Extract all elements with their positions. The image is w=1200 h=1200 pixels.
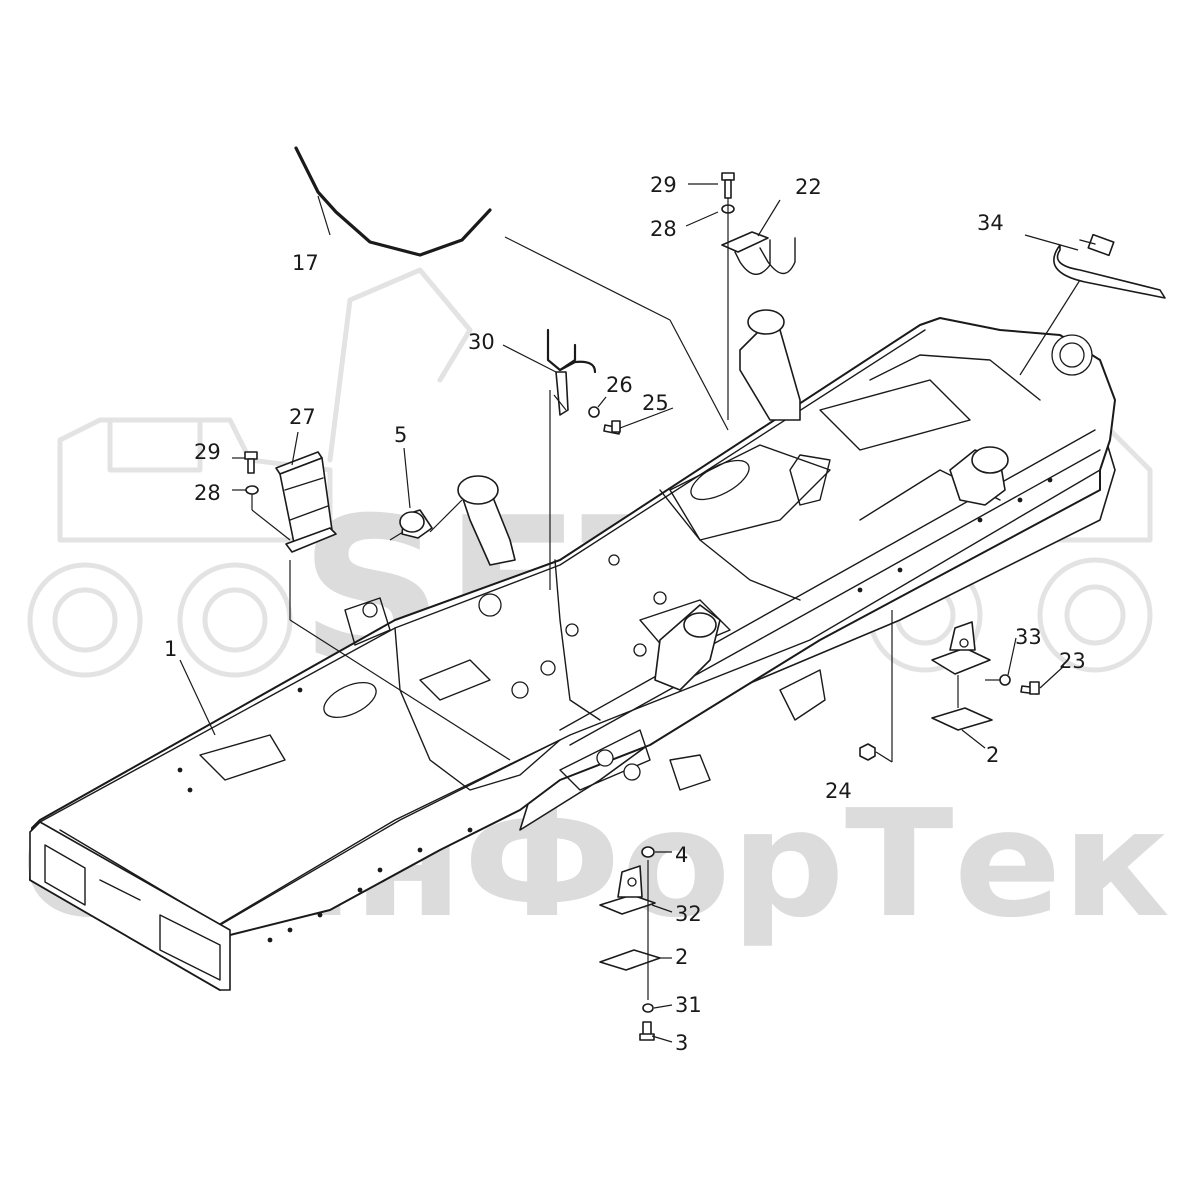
callout-2-lower: 2: [675, 945, 688, 969]
part-4-nut: [641, 846, 655, 858]
leader-lines: [179, 183, 1081, 1043]
part-32-mount-bracket: [599, 865, 656, 915]
part-34-strap: [1053, 233, 1166, 299]
frame-mount-bushings: [457, 309, 1009, 691]
callout-24: 24: [825, 779, 852, 803]
callout-3: 3: [675, 1031, 688, 1055]
part-30-hook: [546, 328, 597, 416]
part-26-washer: [588, 406, 600, 418]
callout-4: 4: [675, 843, 688, 867]
part-mount-bracket-right: [931, 621, 993, 731]
part-23-bolt: [1020, 681, 1040, 695]
callout-2-right: 2: [986, 743, 999, 767]
part-29-bolt-top: [721, 172, 735, 199]
callout-22: 22: [795, 175, 822, 199]
callout-17: 17: [292, 251, 319, 275]
callout-23: 23: [1059, 649, 1086, 673]
callout-28-left: 28: [194, 481, 221, 505]
callout-25: 25: [642, 391, 669, 415]
part-29-bolt-left: [244, 451, 258, 474]
callout-30: 30: [468, 330, 495, 354]
part-5-bushing: [399, 509, 433, 539]
part-24-nut: [859, 743, 876, 761]
callout-29-left: 29: [194, 440, 221, 464]
main-frame: [29, 317, 1116, 991]
callout-1: 1: [164, 637, 177, 661]
part-2-plate-lower: [599, 949, 661, 971]
callout-33: 33: [1015, 625, 1042, 649]
part-33-washer: [999, 674, 1011, 686]
callout-labels: 1 2 2 3 4 5 17 22 23 24 25 26 27 28 28 2…: [164, 173, 1086, 1055]
callout-28-top: 28: [650, 217, 677, 241]
callout-5: 5: [394, 423, 407, 447]
callout-29-top: 29: [650, 173, 677, 197]
frame-bolt-holes: [177, 477, 1053, 943]
callout-26: 26: [606, 373, 633, 397]
callout-31: 31: [675, 993, 702, 1017]
part-17-rod: [294, 146, 492, 257]
part-25-bolt: [603, 420, 621, 435]
callout-34: 34: [977, 211, 1004, 235]
callout-27: 27: [289, 405, 316, 429]
part-3-bolt: [639, 1021, 655, 1041]
part-31-washer: [642, 1003, 654, 1013]
part-22-bracket: [721, 231, 796, 275]
part-28-washer-left: [245, 485, 259, 495]
part-27-bracket: [275, 451, 337, 553]
callout-32: 32: [675, 902, 702, 926]
